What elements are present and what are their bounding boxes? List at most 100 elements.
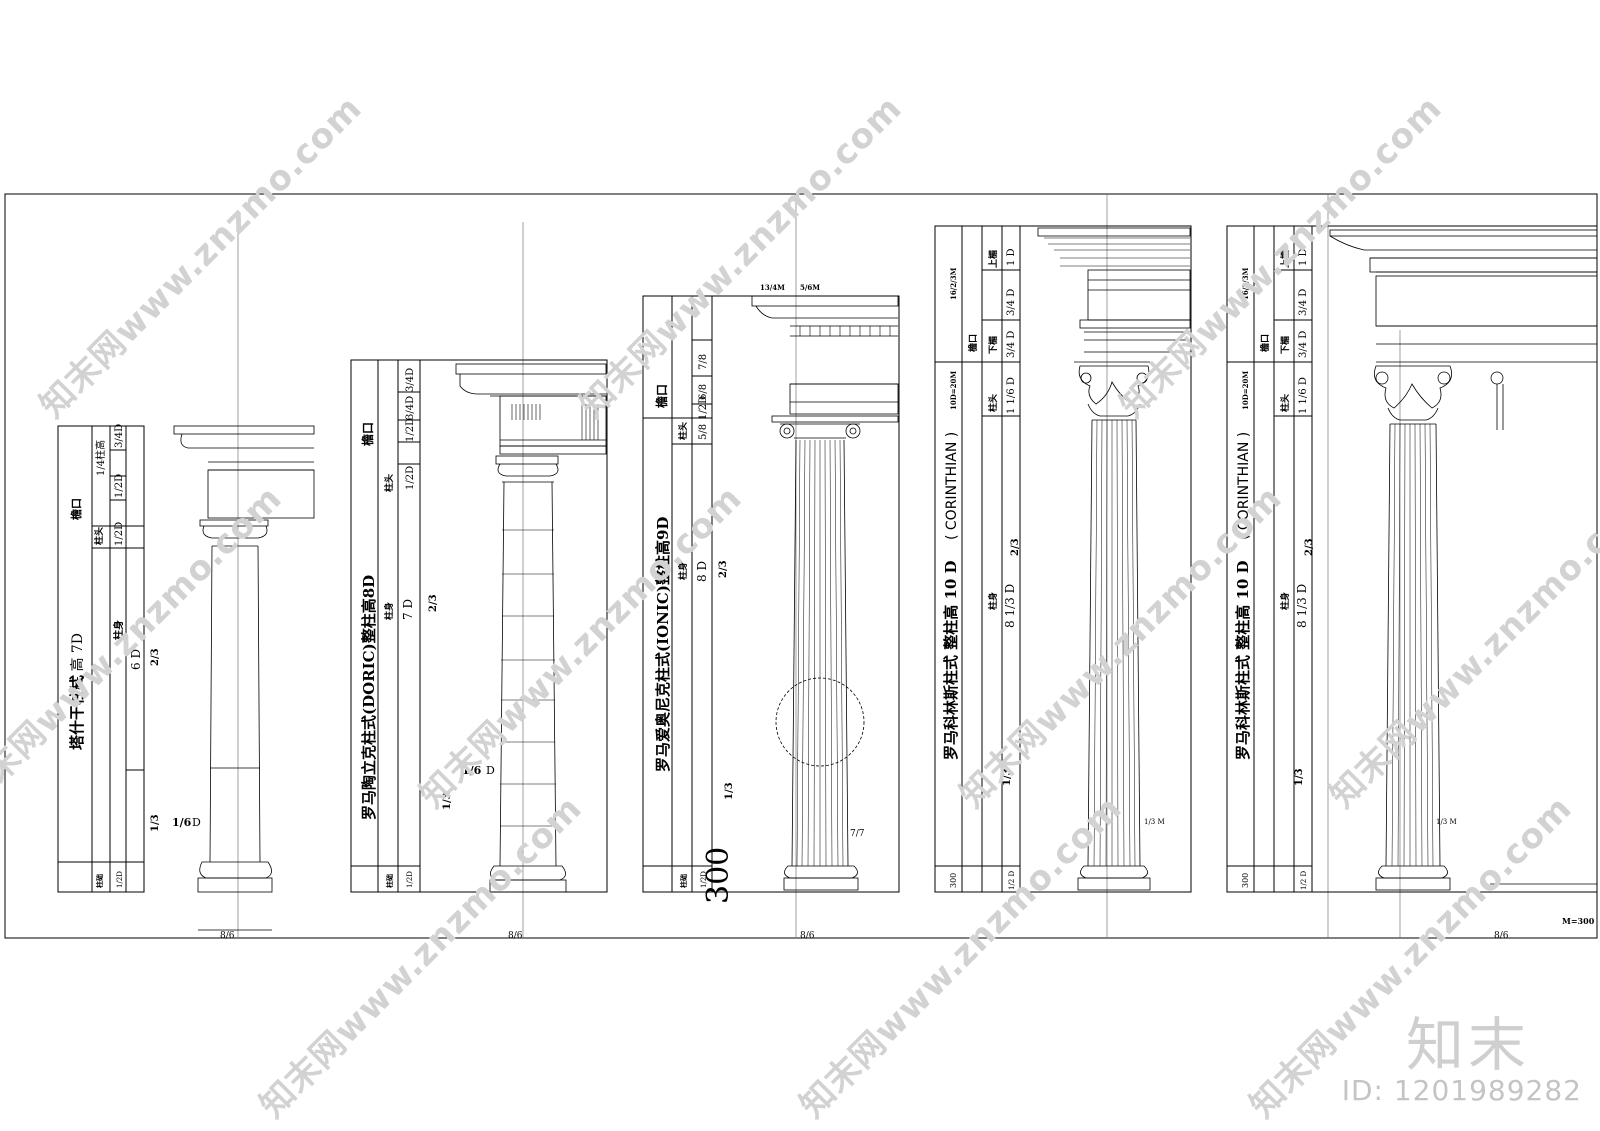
col4-shaft-value: 8 1/3 D: [1003, 584, 1017, 628]
col5-base-value: 1/2 D: [1300, 871, 1308, 890]
col3-flute-note: 7/7: [850, 829, 865, 839]
col1-header-val-2: 1/2D: [114, 474, 125, 498]
col1-header-val-1: 3/4D: [114, 424, 125, 448]
column-3-ionic: 罗马爱奥尼克柱式(IONIC)整柱高9D 檐口 柱头 7/8 6/8 5/8 1…: [642, 283, 900, 941]
col3-header-val-2: 5/8: [698, 424, 709, 440]
col4-title: 罗马科林斯柱式 整柱高 10 D: [942, 560, 960, 760]
col2-header-val-4: 1/2D: [405, 466, 416, 490]
col1-width-dim: 8/6: [220, 931, 235, 941]
col5-side-a: 16/2/3M: [1241, 267, 1250, 300]
col1-header-val-4: 1/2D: [114, 522, 125, 546]
col5-elevation: [1329, 229, 1598, 893]
col1-base-value: 1/2D: [116, 871, 124, 888]
col2-shaft-value: 7 D: [401, 599, 415, 620]
col4-ratio-upper: 2/3: [1010, 538, 1021, 556]
col1-table: [57, 425, 145, 893]
col3-base-value: 1/2D: [700, 871, 708, 888]
col4-header-val-1: 3/4 D: [1006, 289, 1017, 316]
col5-module-note: 1/3 M: [1436, 818, 1457, 826]
col5-side-b: 10D=20M: [1241, 371, 1250, 410]
col4-side-a: 16/2/3M: [949, 267, 958, 300]
col3-frame: [642, 295, 900, 893]
column-5-corinthian: 罗马科林斯柱式 整柱高 10 D ( CORINTHIAN ) 16/2/3M …: [1226, 225, 1598, 941]
col1-height-label: 柱 高 7D: [69, 633, 86, 690]
col5-subtitle: ( CORINTHIAN ): [1236, 432, 1252, 540]
col2-ratio-lower: 1/3: [442, 792, 453, 810]
col4-header-val-0: 1 D: [1006, 248, 1017, 266]
col1-title: 塔什干柱式: [68, 675, 86, 750]
col5-ratio-upper: 2/3: [1304, 538, 1315, 556]
col2-elevation: [455, 363, 607, 893]
col2-base-label: 柱础: [385, 874, 394, 888]
col1-ratio-lower: 1/3: [150, 814, 161, 832]
col4-ratio-lower: 1/3: [1002, 768, 1013, 786]
col5-header-val-1: 3/4 D: [1298, 289, 1309, 316]
col2-entasis-unit: D: [486, 764, 495, 777]
col5-header-val-0: 1 D: [1298, 248, 1309, 266]
col5-width-dim: 8/6: [1494, 931, 1509, 941]
column-1-tuscan: 塔什干柱式 柱 高 7D 柱身 6 D 檐口 柱头 1/4柱高 3/4D 1/2…: [57, 424, 315, 941]
column-4-corinthian: 罗马科林斯柱式 整柱高 10 D ( CORINTHIAN ) 16/2/3M …: [934, 225, 1192, 893]
col1-shaft-label: 柱身: [112, 620, 125, 640]
col4-side-b: 10D=20M: [949, 371, 958, 410]
col3-title: 罗马爱奥尼克柱式(IONIC)整柱高9D: [654, 517, 672, 772]
col2-cornice-label: 檐口: [360, 422, 375, 446]
col4-upper-label: 上楣: [987, 250, 999, 268]
col5-cornice-label: 檐口: [1259, 334, 1271, 352]
col4-header-val-3: 1 1/6 D: [1006, 377, 1017, 414]
col5-upper-label: 上楣: [1279, 250, 1291, 268]
col5-ratio-lower: 1/3: [1294, 768, 1305, 786]
col2-ratio-upper: 2/3: [428, 594, 439, 612]
col4-shaft-label: 柱身: [987, 592, 999, 610]
col5-shaft-label: 柱身: [1279, 592, 1291, 610]
col2-capital-label: 柱头: [383, 474, 395, 492]
col4-frame: [934, 225, 1192, 893]
col1-entasis-unit: D: [192, 816, 201, 829]
col4-capital-label: 柱头: [987, 394, 999, 412]
col3-header-val-3: 1/2D: [698, 396, 709, 420]
col1-shaft-value: 6 D: [129, 649, 143, 670]
col5-header-val-3: 1 1/6 D: [1298, 377, 1309, 414]
col3-top-dim-1: 5/6M: [800, 283, 820, 292]
col4-lower-label: 下楣: [987, 336, 999, 354]
col2-width-dim: 8/6: [508, 931, 523, 941]
col1-header-val-0: 1/4柱高: [94, 440, 107, 476]
col3-ratio-lower: 1/3: [724, 782, 735, 800]
col1-base-label: 柱础: [95, 874, 104, 888]
col2-shaft-label: 柱身: [383, 602, 395, 620]
col1-elevation: [173, 425, 315, 931]
col1-cornice-label: 檐口: [69, 498, 83, 520]
col3-base-label: 柱础: [679, 874, 688, 888]
col1-ratio-upper: 2/3: [150, 648, 161, 666]
col5-capital-label: 柱头: [1279, 394, 1291, 412]
col3-header-val-1: 6/8: [698, 384, 709, 400]
col4-elevation: [1037, 227, 1191, 891]
col3-elevation: [751, 295, 899, 891]
column-2-doric: 罗马陶立克柱式(DORIC)整柱高8D 檐口 柱头 3/4D 3/4D 1/2D…: [350, 359, 608, 941]
col3-capital-label: 柱头: [677, 422, 689, 440]
col5-scale-note: M=300: [1562, 916, 1595, 926]
col2-header-val-1: 3/4D: [405, 396, 416, 420]
col3-width-dim: 8/6: [800, 931, 815, 941]
col5-frame: [1226, 225, 1598, 893]
col5-header-val-2: 3/4 D: [1298, 331, 1309, 358]
col4-header-val-2: 3/4 D: [1006, 331, 1017, 358]
col3-top-dim-0: 13/4M: [760, 283, 785, 292]
col1-entasis: 1/6: [172, 816, 192, 829]
col4-scale-text: 300: [949, 873, 958, 888]
col3-ratio-upper: 2/3: [718, 560, 729, 578]
col5-title: 罗马科林斯柱式 整柱高 10 D: [1234, 560, 1252, 760]
col1-capital-label: 柱头: [93, 527, 105, 545]
col4-cornice-label: 檐口: [967, 334, 979, 352]
col3-shaft-label: 柱身: [677, 562, 689, 580]
col2-title: 罗马陶立克柱式(DORIC)整柱高8D: [360, 575, 378, 820]
col3-scale-text: 300: [701, 847, 736, 904]
col5-shaft-value: 8 1/3 D: [1295, 584, 1309, 628]
col4-subtitle: ( CORINTHIAN ): [944, 432, 960, 540]
col2-header-val-2: 1/2D: [405, 418, 416, 442]
watermark-id: ID: 1201989282: [1341, 1074, 1582, 1107]
col2-entasis: 1/6: [462, 764, 482, 777]
col5-lower-label: 下楣: [1279, 336, 1291, 354]
col3-cornice-label: 檐口: [654, 384, 669, 408]
